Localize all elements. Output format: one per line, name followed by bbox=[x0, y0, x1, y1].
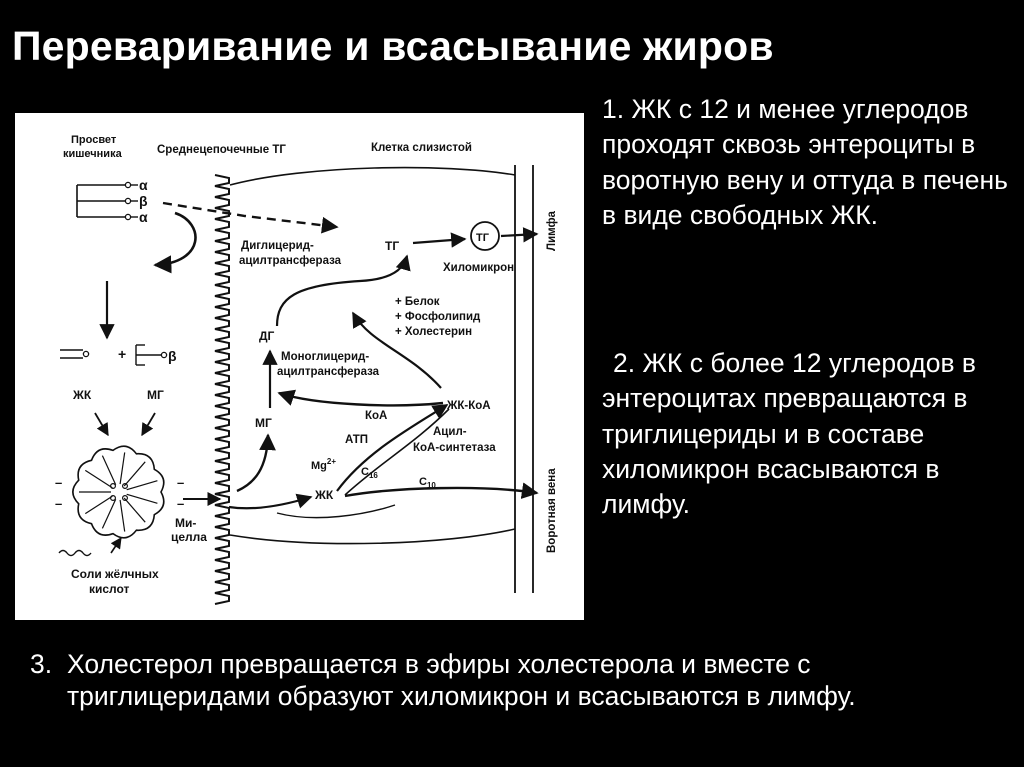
fa-mg-structures bbox=[60, 344, 168, 366]
label-fa-coa: ЖК-КоА bbox=[446, 400, 491, 412]
arrow-bile-salts bbox=[110, 537, 122, 554]
label-mg-cell: МГ bbox=[255, 416, 272, 430]
label-cholesterol: + Холестерин bbox=[395, 326, 472, 338]
label-chylomicron: Хиломикрон bbox=[443, 262, 514, 274]
label-lumen-2: кишечника bbox=[63, 148, 123, 160]
label-acyl-synth-1: Ацил- bbox=[433, 426, 467, 438]
label-mg2: Mg2+ bbox=[311, 457, 336, 472]
arrow-micelle-to-mg bbox=[236, 433, 276, 493]
micelle-core-dot bbox=[121, 483, 128, 490]
micelle-spoke bbox=[126, 493, 158, 504]
label-mg-lumen: МГ bbox=[147, 388, 164, 402]
note-3-number: 3. bbox=[30, 649, 53, 679]
microvilli-brush-border bbox=[214, 174, 230, 605]
triglyceride-structure bbox=[76, 181, 138, 221]
arrow-tg-to-chylomicron bbox=[412, 232, 467, 248]
arrow-lipase-cycle bbox=[153, 211, 197, 274]
arrow-lower-cell bbox=[276, 504, 396, 519]
cell-lower-membrane bbox=[229, 528, 516, 545]
label-atp: АТП bbox=[345, 434, 368, 446]
arrow-mg-to-micelle bbox=[141, 412, 156, 437]
micelle bbox=[72, 445, 165, 539]
label-fa-cell: ЖК bbox=[314, 488, 334, 502]
note-1: 1. ЖК с 12 и менее углеродов проходят ск… bbox=[602, 94, 1008, 230]
micelle-spoke bbox=[101, 499, 117, 529]
note-2: 2. ЖК с более 12 углеродов в энтероцитах… bbox=[602, 346, 1017, 522]
label-dg-transferase-2: ацилтрансфераза bbox=[239, 255, 342, 267]
micelle-minus-4: – bbox=[177, 496, 184, 511]
label-micelle-2: целла bbox=[171, 530, 207, 544]
micelle-spoke bbox=[84, 469, 113, 489]
arrow-chylomicron-to-lymph bbox=[500, 227, 539, 243]
label-tg-circle: ТГ bbox=[476, 232, 490, 244]
micelle-minus-3: – bbox=[177, 475, 184, 490]
arrow-micelle-to-fa bbox=[228, 493, 313, 510]
micelle-spoke bbox=[123, 497, 146, 523]
label-portal-vein: Воротная вена bbox=[546, 468, 558, 553]
label-tg: ТГ bbox=[385, 239, 399, 253]
label-protein: + Белок bbox=[395, 296, 440, 308]
label-micelle-1: Ми- bbox=[175, 516, 196, 530]
label-dg-transferase-1: Диглицерид- bbox=[241, 240, 314, 252]
label-plus: + bbox=[118, 346, 126, 362]
slide-title: Переваривание и всасывание жиров bbox=[12, 23, 774, 69]
micelle-minus-2: – bbox=[55, 496, 62, 511]
label-mucosa-cell: Клетка слизистой bbox=[371, 142, 472, 154]
label-medium-chain-tg: Среднецепочечные ТГ bbox=[157, 144, 286, 156]
arrow-dg-to-tg bbox=[275, 254, 411, 327]
label-dg: ДГ bbox=[259, 329, 275, 343]
label-phospholipid: + Фосфолипид bbox=[395, 311, 481, 323]
micelle-spoke bbox=[101, 455, 117, 485]
cell-upper-membrane bbox=[229, 166, 516, 186]
arrow-fa-to-micelle bbox=[94, 412, 109, 437]
arrow-fa-activation-2 bbox=[344, 408, 450, 496]
micelle-spoke bbox=[123, 461, 146, 487]
label-beta: β bbox=[139, 193, 148, 209]
arrow-facoa-to-dg bbox=[277, 389, 444, 407]
micelle-spoke bbox=[119, 499, 126, 532]
arrow-medium-chain-tg bbox=[162, 201, 339, 234]
micelle-core-dot bbox=[109, 495, 116, 502]
label-alpha-2: α bbox=[139, 209, 148, 225]
label-mg-transferase-1: Моноглицерид- bbox=[281, 351, 369, 363]
micelle-spoke bbox=[126, 480, 158, 491]
label-beta-mg: β bbox=[168, 348, 177, 364]
fat-absorption-diagram: Просвет кишечника Среднецепочечные ТГ Кл… bbox=[15, 113, 584, 620]
note-2-text: 2. ЖК с более 12 углеродов в энтероцитах… bbox=[602, 348, 976, 520]
label-c10: C10 bbox=[419, 476, 436, 490]
bile-salt-wave bbox=[58, 549, 92, 557]
arrow-mgtransferase-curve bbox=[352, 311, 442, 389]
label-bile-salts-1: Соли жёлчных bbox=[71, 567, 159, 581]
micelle-minus-1: – bbox=[55, 475, 62, 490]
diagram-canvas: Просвет кишечника Среднецепочечные ТГ Кл… bbox=[55, 134, 558, 605]
micelle-outline bbox=[72, 445, 165, 539]
micelle-core-dot bbox=[121, 495, 128, 502]
label-c16: C16 bbox=[361, 466, 378, 480]
label-lymph: Лимфа bbox=[546, 210, 558, 251]
note-3: 3. Холестерол превращается в эфиры холес… bbox=[30, 648, 930, 712]
arrow-c10-to-portal bbox=[344, 482, 539, 500]
chylomicron-circle bbox=[470, 221, 500, 251]
label-coa: КоА bbox=[365, 410, 387, 422]
label-acyl-synth-2: КоА-синтетаза bbox=[413, 442, 496, 454]
micelle-spoke bbox=[119, 452, 126, 485]
micelle-core-dot bbox=[109, 483, 116, 490]
arrow-fa-activation-1 bbox=[336, 404, 449, 492]
note-3-text: Холестерол превращается в эфиры холестер… bbox=[67, 649, 856, 711]
label-fa-lumen: ЖК bbox=[72, 388, 92, 402]
label-alpha-1: α bbox=[139, 177, 148, 193]
label-bile-salts-2: кислот bbox=[89, 582, 130, 596]
label-mg-transferase-2: ацилтрансфераза bbox=[277, 366, 380, 378]
micelle-spoke bbox=[84, 495, 113, 515]
label-lumen-1: Просвет bbox=[71, 134, 117, 146]
